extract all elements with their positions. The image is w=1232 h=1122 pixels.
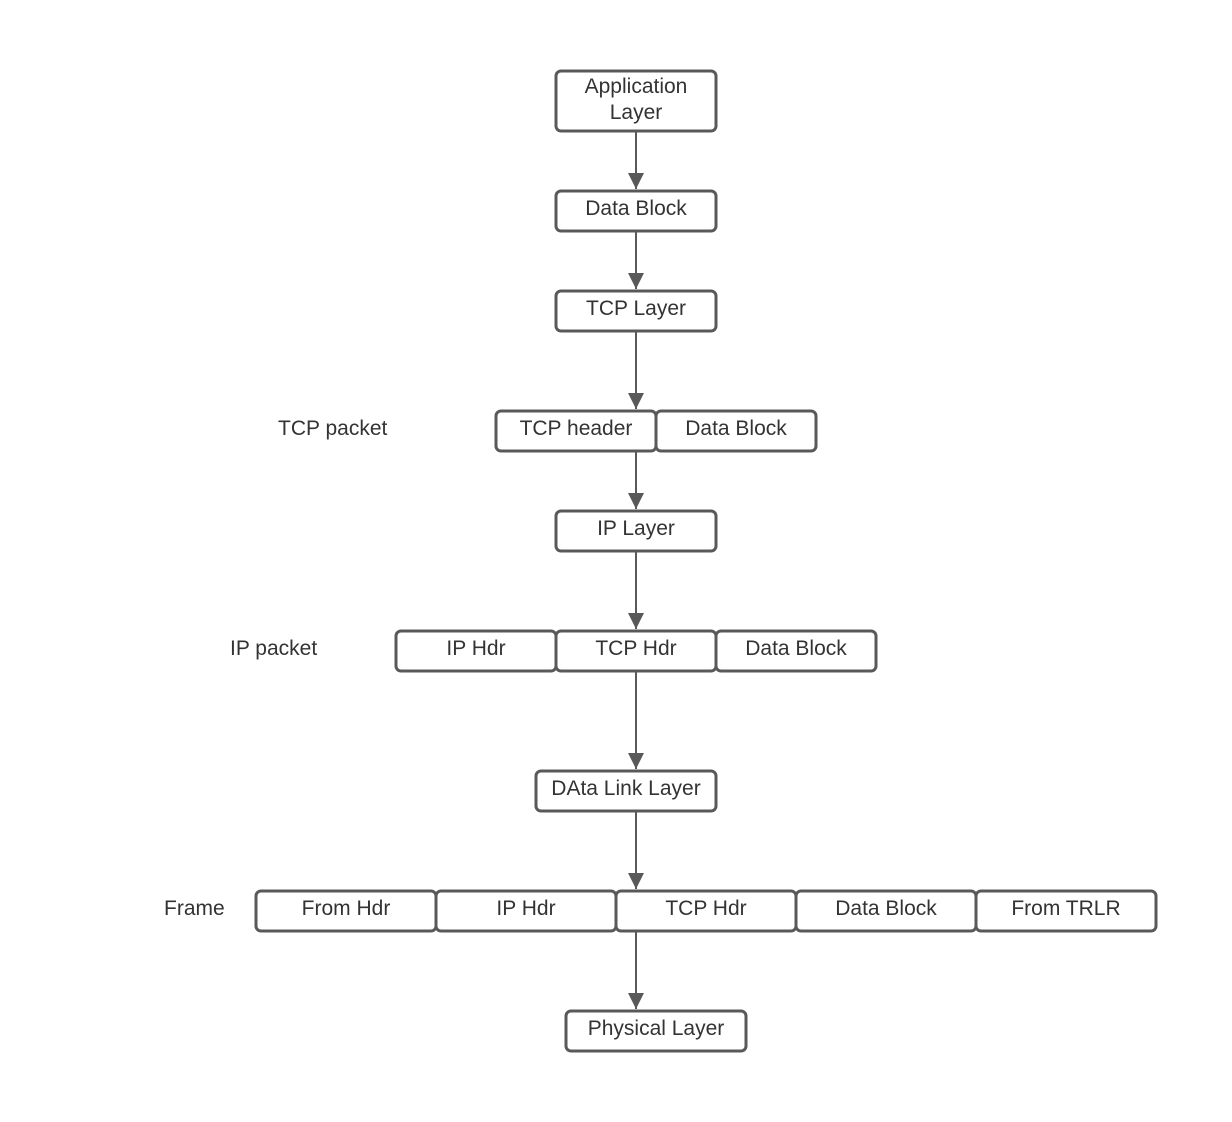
application-layer-node: Application Layer	[554, 69, 718, 133]
tcp-packet-group: TCP header Data Block	[494, 409, 818, 453]
frame-row-label: Frame	[164, 897, 225, 920]
ip-packet-data-block-node: Data Block	[714, 629, 878, 673]
frame-ip-hdr-node: IP Hdr	[434, 889, 618, 933]
frame-from-trlr-label: From TRLR	[1011, 897, 1120, 920]
frame-data-block-label: Data Block	[835, 897, 937, 920]
data-link-layer-node: DAta Link Layer	[534, 769, 718, 813]
tcp-packet-data-block-node: Data Block	[654, 409, 818, 453]
ip-packet-tcp-hdr-label: TCP Hdr	[595, 637, 676, 660]
tcp-packet-data-block-label: Data Block	[685, 417, 787, 440]
physical-layer-label: Physical Layer	[588, 1017, 725, 1040]
tcp-packet-row-label: TCP packet	[278, 417, 387, 440]
tcp-header-node: TCP header	[494, 409, 658, 453]
ip-packet-data-block-label: Data Block	[745, 637, 847, 660]
ip-packet-group: IP Hdr TCP Hdr Data Block	[394, 629, 878, 673]
application-layer-label-line-2: Layer	[610, 101, 663, 124]
ip-layer-label: IP Layer	[597, 517, 675, 540]
ip-packet-ip-hdr-node: IP Hdr	[394, 629, 558, 673]
application-layer-label-line-1: Application	[585, 75, 688, 98]
tcp-layer-node: TCP Layer	[554, 289, 718, 333]
frame-from-hdr-node: From Hdr	[254, 889, 438, 933]
data-block-label: Data Block	[585, 197, 687, 220]
frame-tcp-hdr-label: TCP Hdr	[665, 897, 746, 920]
frame-from-trlr-node: From TRLR	[974, 889, 1158, 933]
ip-layer-node: IP Layer	[554, 509, 718, 553]
frame-data-block-node: Data Block	[794, 889, 978, 933]
frame-from-hdr-label: From Hdr	[302, 897, 391, 920]
data-link-layer-label: DAta Link Layer	[551, 777, 700, 800]
tcp-layer-label: TCP Layer	[586, 297, 686, 320]
physical-layer-node: Physical Layer	[564, 1009, 748, 1053]
ip-packet-row-label: IP packet	[230, 637, 317, 660]
frame-tcp-hdr-node: TCP Hdr	[614, 889, 798, 933]
data-block-node: Data Block	[554, 189, 718, 233]
tcp-header-label: TCP header	[520, 417, 633, 440]
frame-ip-hdr-label: IP Hdr	[496, 897, 555, 920]
ip-packet-tcp-hdr-node: TCP Hdr	[554, 629, 718, 673]
frame-group: From Hdr IP Hdr TCP Hdr Data Block From …	[254, 889, 1158, 933]
ip-packet-ip-hdr-label: IP Hdr	[446, 637, 505, 660]
